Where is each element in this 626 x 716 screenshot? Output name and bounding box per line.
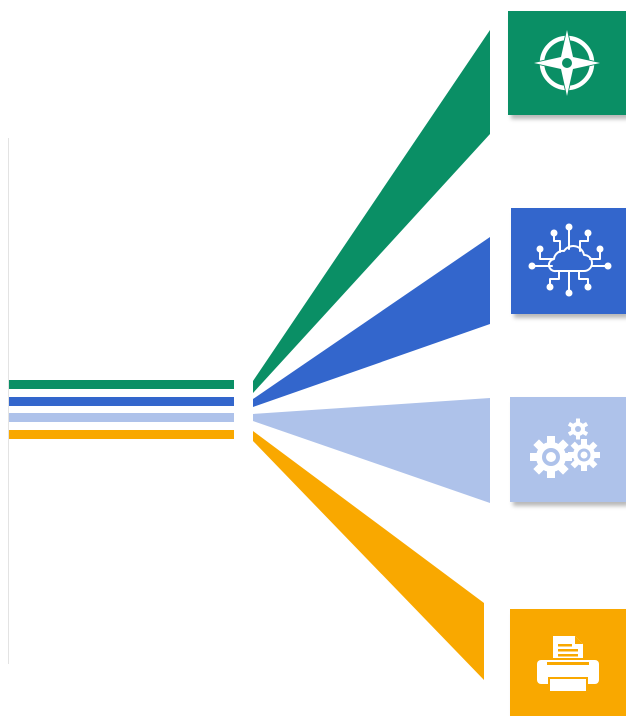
printer-tile[interactable]	[510, 609, 626, 716]
compass-tile[interactable]	[508, 11, 626, 115]
cloud-network-tile[interactable]	[511, 208, 626, 314]
input-line-lightblue	[9, 413, 234, 422]
input-line-green	[9, 380, 234, 389]
wedge-orange	[253, 431, 484, 680]
gears-tile[interactable]	[510, 397, 626, 502]
input-line-orange	[9, 430, 234, 439]
wedge-green	[253, 30, 490, 393]
wedge-lightblue	[253, 398, 490, 503]
wedge-blue	[253, 237, 490, 407]
printer-icon	[537, 635, 599, 693]
input-line-blue	[9, 397, 234, 406]
gears-icon	[530, 418, 600, 478]
compass-icon	[531, 27, 603, 99]
cloud-network-icon	[528, 223, 611, 297]
left-border	[8, 138, 9, 664]
